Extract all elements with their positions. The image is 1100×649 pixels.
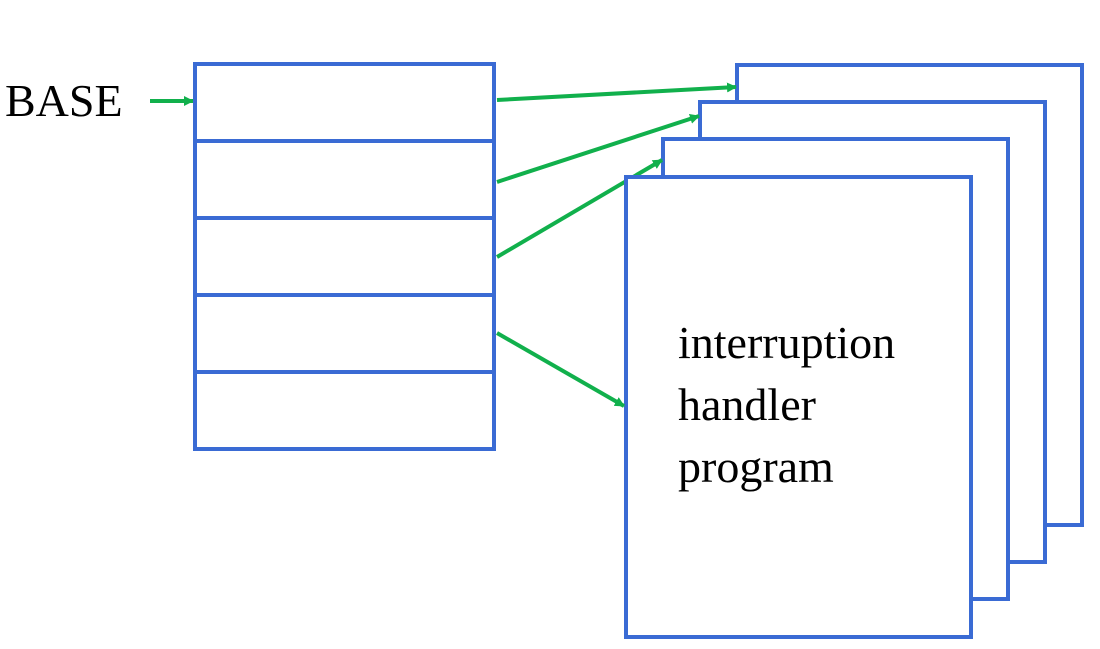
handler-label-line-3: program [678, 441, 834, 492]
vector-table-entry-2 [193, 139, 496, 220]
vector-arrow-2 [496, 114, 700, 184]
handler-page-1 [624, 175, 973, 639]
vector-table-entry-4 [193, 293, 496, 374]
vector-table [193, 62, 496, 451]
handler-label: interruption handler program [678, 317, 907, 492]
handler-label-line-1: interruption [678, 317, 895, 368]
vector-table-entry-5 [193, 370, 496, 451]
vector-table-entry-1 [193, 62, 496, 143]
handler-label-line-2: handler [678, 379, 816, 430]
vector-table-entry-3 [193, 216, 496, 297]
vector-arrow-4 [496, 331, 625, 408]
base-label: BASE [5, 75, 123, 126]
vector-arrow-1 [496, 82, 737, 102]
